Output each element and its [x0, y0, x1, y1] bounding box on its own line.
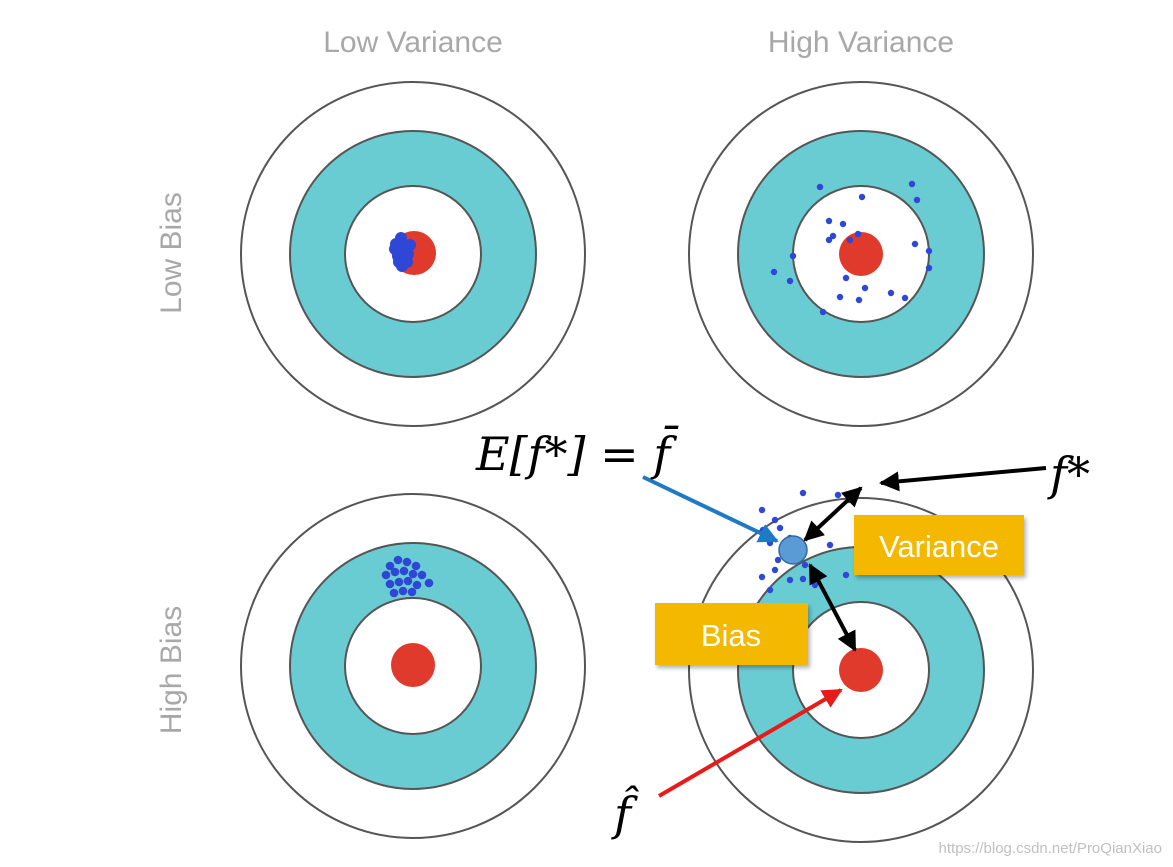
- prediction-dot: [842, 274, 850, 282]
- prediction-dot: [399, 566, 409, 576]
- prediction-dot: [385, 561, 395, 571]
- bias-arrow: [808, 563, 857, 652]
- prediction-dot: [758, 506, 766, 514]
- prediction-cluster: [389, 232, 416, 272]
- prediction-dot: [799, 489, 807, 497]
- bullseye: [391, 643, 435, 687]
- prediction-dot: [825, 236, 833, 244]
- prediction-dot: [789, 252, 797, 260]
- prediction-dot: [402, 557, 412, 567]
- prediction-dot: [774, 556, 782, 564]
- variance-arrow: [803, 486, 863, 542]
- f-hat-arrow: [657, 688, 843, 798]
- prediction-dot: [846, 236, 854, 244]
- prediction-dot: [766, 586, 774, 594]
- prediction-dot: [925, 264, 933, 272]
- prediction-dot: [398, 586, 408, 596]
- expectation-label: E[f*] = f̄: [475, 424, 679, 481]
- target-low-bias-low-variance: [240, 81, 586, 427]
- prediction-dot: [826, 541, 834, 549]
- prediction-dot: [402, 248, 414, 260]
- bullseye: [839, 232, 883, 276]
- prediction-dot: [836, 293, 844, 301]
- prediction-dot: [786, 277, 794, 285]
- prediction-dot: [394, 577, 404, 587]
- prediction-dot: [393, 555, 403, 565]
- prediction-cluster: [770, 180, 933, 316]
- prediction-dot: [770, 268, 778, 276]
- prediction-dot: [834, 491, 842, 499]
- prediction-dot: [411, 561, 421, 571]
- variance-box-bg: [854, 515, 1024, 575]
- prediction-dot: [408, 569, 418, 579]
- bias-box-label: Bias: [701, 618, 761, 653]
- prediction-dot: [842, 571, 850, 579]
- prediction-dot: [786, 576, 794, 584]
- prediction-dot: [424, 578, 434, 588]
- prediction-dot: [799, 575, 807, 583]
- column-label-high-variance: High Variance: [768, 26, 954, 59]
- prediction-dot: [913, 196, 921, 204]
- target-high-bias-low-variance: [240, 493, 586, 839]
- prediction-dot: [855, 296, 863, 304]
- row-label-low-bias: Low Bias: [155, 192, 188, 314]
- bias-box-bg: [655, 603, 808, 665]
- prediction-dot: [858, 193, 866, 201]
- prediction-dot: [901, 294, 909, 302]
- prediction-dot: [819, 308, 827, 316]
- prediction-dot: [908, 180, 916, 188]
- variance-box-label: Variance: [879, 529, 999, 564]
- mean-prediction-dot: [778, 535, 808, 565]
- prediction-dot: [776, 524, 784, 532]
- prediction-dot: [925, 247, 933, 255]
- variance-box: Variance: [854, 515, 1024, 575]
- prediction-dot: [861, 284, 869, 292]
- prediction-dot: [417, 570, 427, 580]
- prediction-dot: [887, 289, 895, 297]
- prediction-dot: [758, 573, 766, 581]
- prediction-dot: [829, 232, 837, 240]
- prediction-dot: [407, 587, 417, 597]
- prediction-dot: [854, 230, 862, 238]
- prediction-dot: [839, 220, 847, 228]
- prediction-dot: [412, 580, 422, 590]
- prediction-dot: [403, 576, 413, 586]
- prediction-dot: [911, 240, 919, 248]
- prediction-dot: [825, 217, 833, 225]
- prediction-dot: [393, 256, 405, 268]
- prediction-dot: [816, 183, 824, 191]
- prediction-dot: [771, 516, 779, 524]
- prediction-dot: [404, 239, 416, 251]
- prediction-dot: [385, 579, 395, 589]
- watermark: https://blog.csdn.net/ProQianXiao: [939, 840, 1162, 857]
- f-star-arrow: [879, 466, 1047, 492]
- column-label-low-variance: Low Variance: [323, 26, 503, 59]
- f-star-label: f*: [1047, 447, 1090, 501]
- prediction-dot: [395, 232, 407, 244]
- expectation-arrow: [642, 475, 779, 543]
- prediction-cluster: [381, 555, 434, 598]
- bias-box: Bias: [655, 603, 808, 665]
- f-hat-label: f̂: [611, 785, 640, 841]
- row-label-high-bias: High Bias: [155, 606, 188, 734]
- bullseye: [839, 648, 883, 692]
- prediction-dot: [771, 566, 779, 574]
- prediction-dot: [801, 561, 809, 569]
- prediction-dot: [390, 567, 400, 577]
- prediction-dot: [389, 588, 399, 598]
- target-low-bias-high-variance: [688, 81, 1034, 427]
- prediction-dot: [381, 570, 391, 580]
